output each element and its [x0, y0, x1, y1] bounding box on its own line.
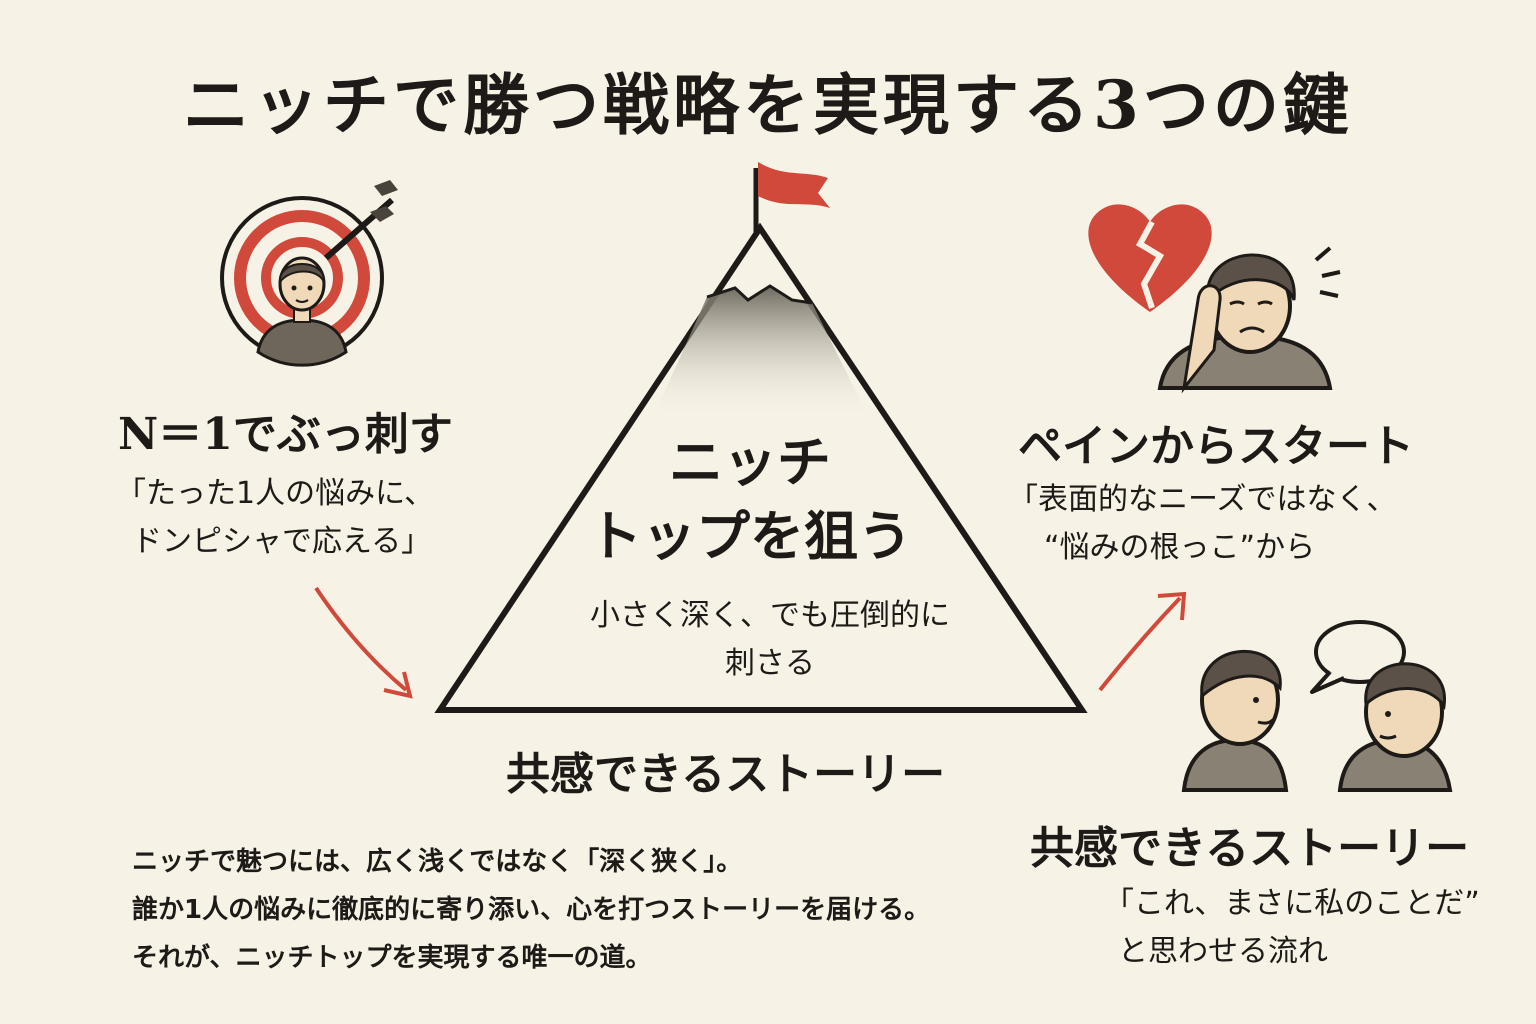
bottom-center-heading: 共感できるストーリー	[506, 749, 946, 800]
left-quote-line1: 「たった1人の悩みに、	[116, 476, 435, 511]
body-line1: ニッチで魅つには、広く浅くではなく「深く狭く」。	[132, 847, 743, 877]
right-quote: 「表面的なニーズではなく、 “悩みの根っこ”から	[1008, 476, 1397, 572]
center-subtitle: 小さく深く、でも圧倒的に 刺さる	[560, 592, 980, 688]
left-quote: 「たった1人の悩みに、 ドンピシャで応える」	[116, 470, 434, 566]
mountain-icon	[434, 222, 1088, 713]
left-quote-line2: ドンピシャで応える」	[132, 524, 432, 559]
flag-icon	[753, 162, 830, 232]
right-quote-line2: “悩みの根っこ”から	[1044, 530, 1316, 565]
body-line3: それが、ニッチトップを実現する唯一の道。	[132, 943, 652, 973]
right-quote-line1: 「表面的なニーズではなく、	[1008, 482, 1397, 517]
conversation-icon	[1181, 649, 1453, 792]
flow-arrow-right-icon	[1098, 591, 1187, 692]
body-line2: 誰か1人の悩みに徹底的に寄り添い、心を打つストーリーを届ける。	[132, 895, 931, 925]
center-title-line1: ニッチ	[669, 430, 831, 494]
bottom-right-quote-line2: と思わせる流れ	[1118, 934, 1328, 969]
arrow-icon	[324, 180, 398, 261]
bottom-right-quote: 「これ、まさに私のことだ” と思わせる流れ	[1104, 880, 1480, 976]
left-heading: N＝1でぶっ刺す	[118, 409, 453, 460]
body-paragraph: ニッチで魅つには、広く浅くではなく「深く狭く」。 誰か1人の悩みに徹底的に寄り添…	[132, 838, 930, 982]
worried-person-icon	[1157, 246, 1341, 394]
page-title: ニッチで勝つ戦略を実現する3つの鍵	[183, 66, 1353, 144]
center-title: ニッチ トップを狙う	[540, 425, 960, 573]
center-title-line2: トップを狙う	[588, 504, 912, 568]
center-subtitle-line1: 小さく深く、でも圧倒的に	[590, 598, 950, 633]
broken-heart-icon	[1088, 204, 1212, 312]
target-icon	[220, 196, 384, 367]
center-subtitle-line2: 刺さる	[725, 646, 815, 681]
bottom-right-quote-line1: 「これ、まさに私のことだ”	[1104, 886, 1480, 921]
bottom-right-heading: 共感できるストーリー	[1030, 823, 1470, 874]
flow-arrow-left-icon	[314, 586, 413, 699]
right-heading: ペインからスタート	[1018, 421, 1414, 472]
speech-bubble-icon	[1310, 620, 1406, 694]
